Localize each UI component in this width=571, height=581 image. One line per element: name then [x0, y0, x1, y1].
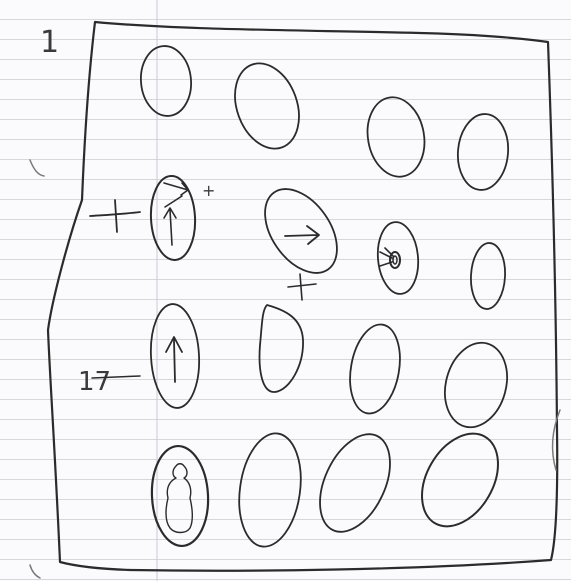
- plus-below-row2: [288, 274, 316, 300]
- arrow-up-mark: [166, 337, 182, 382]
- oval-r2c3: [375, 220, 421, 295]
- oval-r2c2: [250, 176, 351, 286]
- plus-marker-row2: +: [202, 181, 215, 200]
- figure-mark: [166, 464, 192, 533]
- oval-r2c1: [149, 175, 197, 261]
- oval-r1c4: [455, 112, 511, 192]
- oval-r4c3: [306, 423, 404, 543]
- arrows-up-right-mark: [164, 183, 188, 245]
- target-spiral-mark: [380, 248, 400, 268]
- plus-left-row2: [90, 200, 140, 232]
- oval-r3c3: [344, 321, 407, 418]
- grid-boundary: [48, 22, 557, 571]
- margin-curve: [30, 565, 40, 578]
- oval-r1c1: [138, 44, 194, 118]
- page-number: 1: [40, 25, 59, 60]
- oval-r4c2: [232, 429, 307, 550]
- oval-r1c2: [224, 54, 310, 157]
- oval-r3c4: [436, 336, 516, 435]
- oval-r2c4: [469, 242, 506, 310]
- oval-r3c2: [260, 305, 304, 392]
- label-17-row3: 17: [78, 367, 111, 397]
- oval-r4c4: [406, 420, 513, 540]
- margin-curve: [30, 160, 44, 176]
- arrow-right-mark: [285, 226, 319, 244]
- oval-r1c3: [361, 93, 430, 182]
